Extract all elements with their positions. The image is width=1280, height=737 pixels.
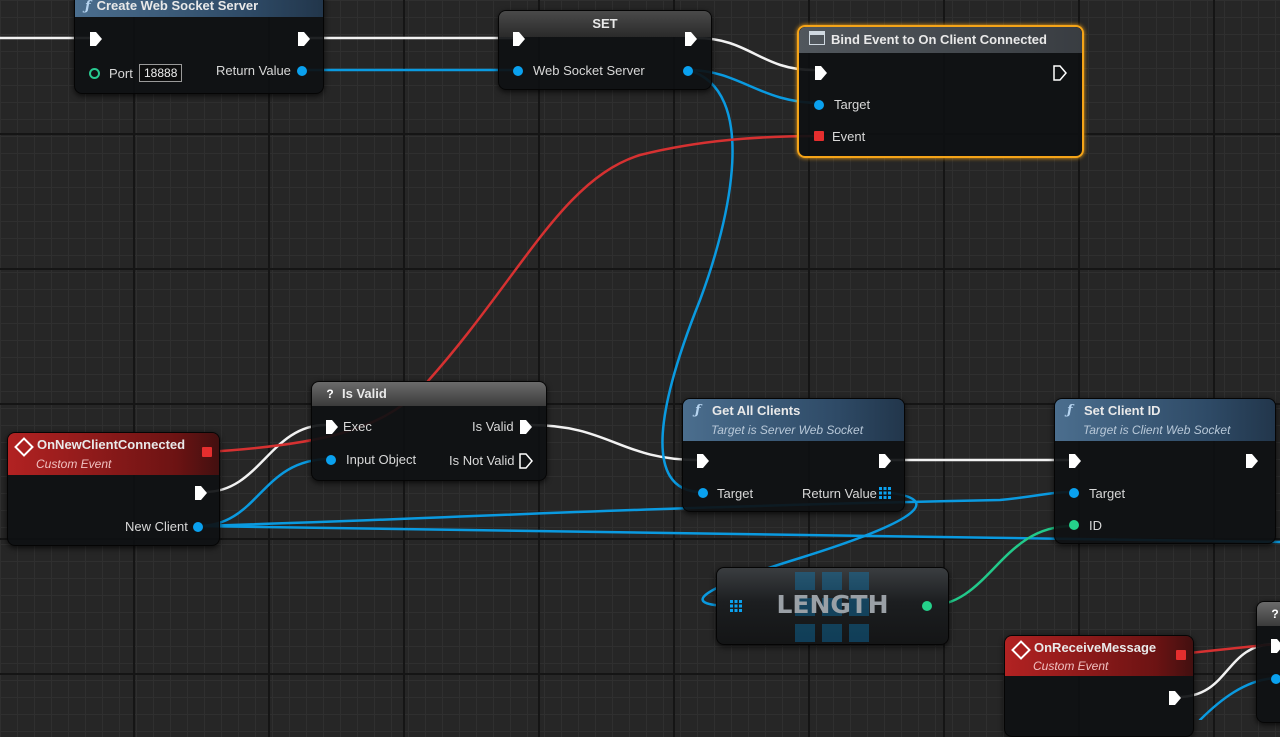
- target-label: Target: [834, 97, 871, 112]
- node-subtitle: Target is Server Web Socket: [711, 423, 864, 437]
- input-object-label: Input Object: [346, 452, 417, 467]
- new-client-label: New Client: [125, 519, 188, 534]
- get-all-clients-node[interactable]: ƒ Get All Clients Target is Server Web S…: [682, 398, 905, 512]
- function-icon: ƒ: [1067, 403, 1073, 418]
- is-not-valid-label: Is Not Valid: [449, 453, 515, 468]
- node-title: OnReceiveMessage: [1034, 640, 1157, 655]
- node-title: Set Client ID: [1084, 403, 1161, 418]
- on-new-client-connected-event-node[interactable]: OnNewClientConnected Custom Event New Cl…: [7, 432, 220, 546]
- node-header: ƒ Set Client ID Target is Client Web Soc…: [1055, 399, 1275, 441]
- array-grid-icon[interactable]: [730, 600, 742, 612]
- macro-question-icon: ?: [326, 387, 334, 401]
- port-pin[interactable]: [89, 68, 100, 79]
- node-header: ? Is Valid: [312, 382, 546, 406]
- array-grid-icon[interactable]: [879, 487, 891, 499]
- function-icon: ƒ: [695, 403, 701, 418]
- exec-wire: [528, 423, 700, 462]
- event-diamond-icon: [14, 437, 34, 457]
- node-title: Create Web Socket Server: [96, 0, 259, 13]
- event-delegate-pin[interactable]: [814, 131, 824, 141]
- exec-label: Exec: [343, 419, 372, 434]
- array-watermark: [795, 572, 869, 642]
- web-socket-server-in-pin[interactable]: [513, 66, 523, 76]
- id-label: ID: [1089, 518, 1102, 533]
- node-title: Bind Event to On Client Connected: [831, 32, 1047, 47]
- node-subtitle: Custom Event: [1033, 659, 1109, 673]
- is-valid-node-partial[interactable]: ?: [1256, 601, 1280, 723]
- delegate-out-pin[interactable]: [1176, 650, 1186, 660]
- set-variable-node[interactable]: SET Web Socket Server: [498, 10, 712, 90]
- create-web-socket-server-node[interactable]: ƒ Create Web Socket Server Port 18888 Ret…: [74, 0, 324, 94]
- delegate-icon: [809, 31, 825, 45]
- exec-wire: [203, 423, 328, 494]
- port-label: Port: [109, 66, 133, 81]
- delegate-out-pin[interactable]: [202, 447, 212, 457]
- node-title: Get All Clients: [712, 403, 801, 418]
- port-value-field[interactable]: 18888: [139, 64, 183, 82]
- set-client-id-node[interactable]: ƒ Set Client ID Target is Client Web Soc…: [1054, 398, 1276, 544]
- is-valid-label: Is Valid: [472, 419, 514, 434]
- wire-layer: [0, 36, 1280, 720]
- event-label: Event: [832, 129, 866, 144]
- id-pin[interactable]: [1069, 520, 1079, 530]
- macro-question-icon: ?: [1271, 607, 1279, 621]
- node-header: Bind Event to On Client Connected: [799, 27, 1082, 53]
- web-socket-server-label: Web Socket Server: [533, 63, 645, 78]
- return-value-pin[interactable]: [297, 66, 307, 76]
- node-header: OnReceiveMessage Custom Event: [1005, 636, 1193, 676]
- node-title: Is Valid: [342, 386, 387, 401]
- node-subtitle: Custom Event: [36, 457, 112, 471]
- node-header: ƒ Create Web Socket Server: [75, 0, 323, 17]
- node-subtitle: Target is Client Web Socket: [1083, 423, 1231, 437]
- input-object-pin[interactable]: [1271, 674, 1280, 684]
- node-title: SET: [592, 16, 618, 31]
- target-label: Target: [1089, 486, 1126, 501]
- input-object-pin[interactable]: [326, 455, 336, 465]
- new-client-pin[interactable]: [193, 522, 203, 532]
- node-title: LENGTH: [776, 590, 889, 619]
- node-header: ?: [1257, 602, 1280, 626]
- return-value-label: Return Value: [216, 63, 291, 78]
- length-out-pin[interactable]: [922, 601, 932, 611]
- target-pin[interactable]: [1069, 488, 1079, 498]
- event-diamond-icon: [1011, 640, 1031, 660]
- target-pin[interactable]: [814, 100, 824, 110]
- target-label: Target: [717, 486, 754, 501]
- node-header: OnNewClientConnected Custom Event: [8, 433, 219, 475]
- node-title: OnNewClientConnected: [37, 437, 186, 452]
- object-wire: [196, 490, 1074, 528]
- on-receive-message-event-node[interactable]: OnReceiveMessage Custom Event: [1004, 635, 1194, 737]
- bind-event-node[interactable]: Bind Event to On Client Connected Target…: [797, 25, 1084, 158]
- node-header: SET: [499, 11, 711, 37]
- return-value-label: Return Value: [802, 486, 877, 501]
- is-valid-node[interactable]: ? Is Valid Exec Is Valid Input Object Is …: [311, 381, 547, 481]
- node-header: ƒ Get All Clients Target is Server Web S…: [683, 399, 904, 441]
- function-icon: ƒ: [85, 0, 91, 14]
- target-pin[interactable]: [698, 488, 708, 498]
- web-socket-server-out-pin[interactable]: [683, 66, 693, 76]
- length-node[interactable]: LENGTH: [716, 567, 949, 645]
